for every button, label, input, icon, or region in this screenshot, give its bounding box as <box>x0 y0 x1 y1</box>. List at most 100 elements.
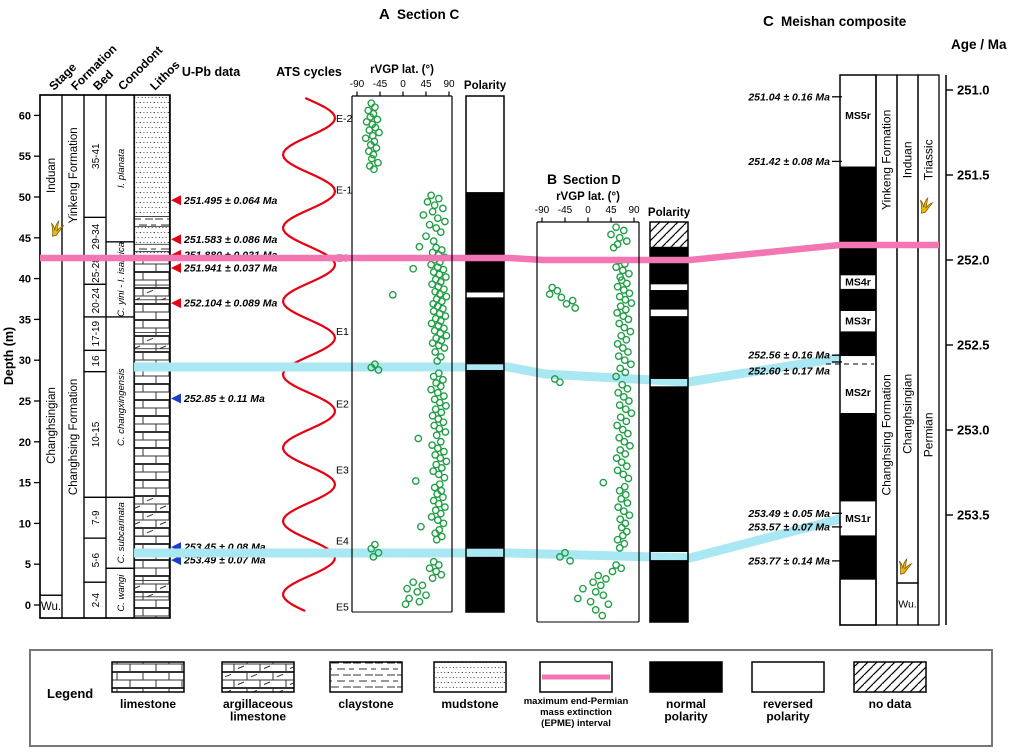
legend-swatch-argillaceous <box>221 661 295 693</box>
rvgp-point-c <box>436 437 445 446</box>
panel-b-title: Section D <box>563 173 621 187</box>
rvgp-point-c <box>401 600 410 609</box>
rvgp-point-d <box>614 388 623 397</box>
rvgp-point-c <box>413 588 422 596</box>
rvgp-tick-label: -45 <box>373 79 388 90</box>
ats-cycle-label: E2 <box>336 398 349 410</box>
rvgp-point-d <box>620 437 629 446</box>
rvgp-point-d <box>571 304 580 312</box>
rvgp-point-c <box>437 297 446 306</box>
depth-tick-label: 30 <box>19 355 31 367</box>
chron-label: MS1r <box>845 513 871 525</box>
chron-label: MS5r <box>845 110 871 122</box>
rvgp-point-d <box>613 535 622 544</box>
litho-interval-limestone <box>134 299 170 333</box>
rvgp-point-d <box>622 527 631 536</box>
litho-layer <box>134 94 170 619</box>
rvgp-point-d <box>621 295 630 304</box>
rvgp-point-d <box>616 515 625 524</box>
rvgp-point-c <box>433 444 442 453</box>
composite-age-label: 251.04 ± 0.16 Ma <box>747 91 830 103</box>
rvgp-point-d <box>622 417 631 426</box>
rvgp-point-d <box>602 575 610 583</box>
upb-age-label: 251.495 ± 0.064 Ma <box>183 195 277 207</box>
rvgp-point-d <box>616 364 625 373</box>
composite-age-label: 253.49 ± 0.05 Ma <box>747 508 830 520</box>
rvgp-point-c <box>433 214 442 223</box>
polarity-normal <box>650 560 688 622</box>
rvgp-tick-label: 0 <box>585 205 591 216</box>
rvgp-point-d <box>594 571 603 580</box>
chron-label: MS2r <box>845 387 871 399</box>
stage-label: Wu. <box>41 601 61 613</box>
rvgp-point-c <box>440 473 449 482</box>
legend-item-label: reversed <box>763 697 813 711</box>
rvgp-point-d <box>613 421 621 430</box>
rvgp-point-c <box>428 339 437 347</box>
formation-label: Changhsing Formation <box>68 379 80 495</box>
rvgp-point-d <box>615 544 624 552</box>
rvgp-point-c <box>403 584 411 593</box>
left-panel-border <box>39 94 171 619</box>
rvgp-point-c <box>366 113 375 121</box>
ats-cycle-label: E3 <box>336 465 349 477</box>
rvgp-point-d <box>623 499 632 507</box>
rvgp-point-c <box>441 217 449 226</box>
rvgp-point-c <box>436 509 445 518</box>
rvgp-point-d <box>615 319 624 328</box>
upb-age-label: 251.583 ± 0.086 Ma <box>183 234 277 246</box>
rvgp-point-d <box>625 289 634 298</box>
rvgp-point-d <box>586 597 595 606</box>
rvgp-point-d <box>613 466 622 475</box>
rvgp-point-c <box>437 464 446 472</box>
depth-tick-label: 50 <box>19 192 31 204</box>
depth-tick-label: 45 <box>19 233 31 245</box>
conodont-zone-label: C. wangi <box>116 574 127 612</box>
rvgp-point-c <box>427 319 436 328</box>
rvgp-point-d <box>621 490 630 499</box>
rvgp-point-c <box>431 348 440 356</box>
rvgp-point-d <box>625 269 633 278</box>
composite-age-label: 252.56 ± 0.16 Ma <box>747 350 830 362</box>
legend-item-label: mudstone <box>441 697 499 711</box>
rvgp-point-d <box>614 352 623 360</box>
ats-cycle-label: E5 <box>336 602 349 614</box>
rvgp-point-d <box>573 594 582 603</box>
rvgp-point-c <box>367 544 376 553</box>
age-tick-label: 251.5 <box>957 168 990 183</box>
legend-item-label: mass extinction <box>540 707 612 718</box>
panel-c-letter: C <box>763 13 774 30</box>
rvgp-point-c <box>375 128 383 137</box>
rvgp-point-c <box>436 382 445 391</box>
rvgp-point-d <box>622 462 631 471</box>
legend-item-label: claystone <box>338 697 394 711</box>
rvgp-point-d <box>612 263 620 272</box>
tie-band-upper <box>134 353 841 387</box>
rvgp-point-c <box>440 324 448 333</box>
rvgp-point-d <box>627 409 636 418</box>
upb-red-triangle-icon <box>171 195 181 206</box>
rvgp-point-c <box>427 191 435 200</box>
rvgp-point-d <box>617 458 626 467</box>
rvgp-point-c <box>425 220 434 229</box>
rvgp-point-d <box>619 286 628 294</box>
depth-tick-label: 15 <box>19 478 31 490</box>
bed-label: 10-15 <box>91 421 102 447</box>
rvgp-point-d <box>616 446 625 454</box>
polarity-normal <box>650 386 688 552</box>
rvgp-point-c <box>433 357 442 365</box>
polarity-normal <box>650 290 688 310</box>
age-tick-label: 252.0 <box>957 253 990 268</box>
rvgp-point-d <box>621 450 630 458</box>
chron-label: MS2n <box>844 452 872 464</box>
ats-cycles-title: ATS cycles <box>276 65 342 79</box>
rvgp-point-c <box>361 134 370 143</box>
rvgp-point-d <box>579 584 587 593</box>
legend-swatch-nodata <box>853 661 927 693</box>
rvgp-point-d <box>566 557 574 565</box>
rvgp-point-d <box>608 567 617 576</box>
ats-cycle-label: E-1 <box>336 185 353 197</box>
legend-swatch-mudstone <box>433 661 507 693</box>
rvgp-point-c <box>388 291 397 299</box>
